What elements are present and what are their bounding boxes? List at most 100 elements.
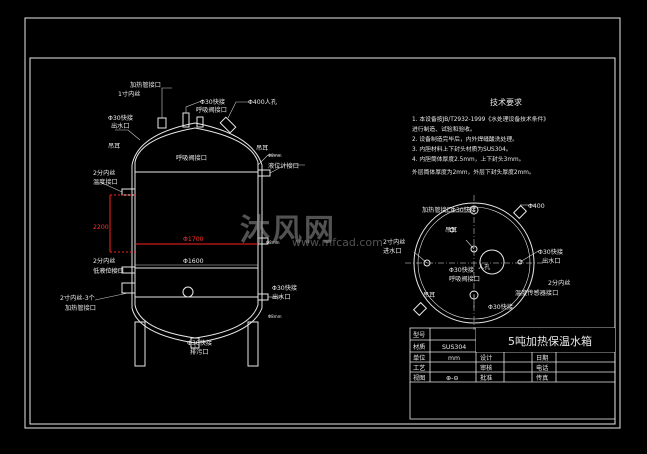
drawing-frame	[29, 57, 616, 425]
tech-line-1: 1. 本设备按JB/T2932-1999《水处理设备技术条件》	[412, 115, 549, 123]
top-label-center-b: 呼吸阀接口	[449, 275, 480, 283]
label-height-dim: 2200	[93, 224, 109, 231]
leader-top-right	[519, 249, 541, 263]
outer-top-head	[131, 122, 263, 166]
leader-inlet	[161, 87, 172, 118]
manhole-shape	[219, 116, 237, 134]
nozzle-top-a	[469, 205, 479, 215]
label-inner-dia: Φ1600	[183, 258, 204, 265]
tb-mid-2: 审核	[480, 364, 492, 372]
top-label-dn: Φ30快接	[451, 206, 476, 214]
top-label-in-left2: 进水口	[383, 247, 402, 255]
heater-circle	[182, 286, 194, 298]
top-label-dn-right: Φ400	[528, 203, 545, 210]
tb-row-value-3: mm	[448, 355, 460, 362]
top-label-r-out: 出水口	[542, 257, 561, 265]
title-block-text: 5吨加热保温水箱 型号 材质 SUS304 单位 mm 工艺 视图 ⊕-⊖ 设计…	[413, 331, 592, 382]
top-label-lug2: 吊耳	[423, 292, 435, 299]
nozzle-low	[257, 237, 269, 245]
top-label-r-two: 2分内丝	[548, 279, 571, 287]
label-out-dn: Φ30快接	[272, 284, 297, 292]
top-label-r-temp: 温度传感器接口	[515, 289, 558, 297]
top-label-in-left: 2寸内丝	[383, 238, 406, 246]
leader-heater	[94, 292, 129, 301]
label-temp-gauge: 温度接口	[93, 178, 118, 186]
tech-title: 技术要求	[490, 97, 522, 107]
watermark-logo: 沐风网	[240, 213, 336, 248]
tb-row-label-3: 单位	[413, 354, 425, 362]
tb-row-value-5: ⊕-⊖	[446, 375, 459, 382]
label-level: 呼吸阀接口	[176, 154, 207, 162]
nozzle-left	[423, 259, 431, 267]
nozzle-center	[470, 245, 478, 253]
top-label-lug: 吊耳	[445, 227, 457, 234]
leader-top-inlet	[413, 251, 428, 264]
nozzle-out	[257, 293, 269, 301]
tech-line-2: 进行制造、试验和验收。	[412, 125, 476, 133]
label-manhole: Φ400人孔	[248, 98, 277, 106]
top-label-r-dn: Φ30快接	[538, 248, 563, 256]
tb-row-label-1: 型号	[413, 331, 425, 339]
top-label-b-dn: Φ30快接	[488, 303, 513, 311]
tech-requirements: 技术要求 1. 本设备按JB/T2932-1999《水处理设备技术条件》 进行制…	[412, 97, 549, 176]
leader-2in	[99, 181, 123, 193]
tb-mid-3: 批准	[480, 374, 492, 382]
nozzle-temp	[257, 169, 271, 177]
nozzle-breath	[196, 116, 204, 128]
label-breath2: 呼吸阀接口	[196, 106, 227, 114]
label-lug-size: Φ8mm	[268, 153, 282, 158]
leader-spray	[185, 99, 205, 113]
nozzle-right	[517, 259, 523, 265]
leg-right	[247, 321, 259, 367]
nozzle-2in-a	[121, 188, 136, 196]
lug-tr	[512, 204, 528, 220]
tb-right-3: 传真	[536, 374, 548, 382]
tech-line-3: 2. 设备制造完毕后，内外焊缝酸洗处理。	[412, 135, 518, 143]
tb-row-label-5: 视图	[413, 374, 425, 382]
tb-row-value-2: SUS304	[442, 344, 466, 351]
top-view	[405, 195, 543, 330]
label-drain: 排污口	[190, 348, 209, 356]
top-leaders	[413, 204, 541, 308]
label-out-port: 出水口	[272, 293, 291, 301]
label-lug2: 吊耳	[256, 145, 268, 152]
nozzle-tl	[449, 227, 455, 233]
tech-line-6: 外层筒体厚度为2mm，外层下封头厚度2mm。	[412, 168, 535, 176]
outer-frame	[24, 17, 621, 429]
top-label-manhole: 人孔	[478, 263, 490, 271]
label-drain-dn: Φ30快接	[187, 339, 212, 347]
top-head	[134, 127, 259, 163]
lug-bl	[412, 301, 428, 317]
nozzle-inlet	[157, 117, 167, 129]
label-dn-spray: Φ30快接	[108, 114, 133, 122]
tb-row-label-2: 材质	[413, 343, 425, 351]
label-temp: 液位计接口	[268, 162, 299, 170]
front-leaders	[94, 87, 305, 348]
nozzle-2in-b	[121, 266, 136, 274]
leader-top-center	[465, 239, 475, 250]
label-heater: 加热管接口	[65, 304, 96, 312]
label-low-level: 低液位接口	[93, 267, 124, 275]
label-inlet-1: 加热管接口	[130, 81, 161, 89]
title-cell	[476, 328, 615, 352]
leader-dn	[115, 129, 141, 141]
leader-lug	[257, 154, 280, 166]
label-lug-size3: Φ8mm	[268, 314, 282, 319]
tb-right-1: 日期	[536, 354, 548, 362]
front-text: 加热管接口 1寸内丝 Φ30快接 出水口 Φ30快接 呼吸阀接口 Φ400人孔 …	[60, 81, 299, 356]
tech-line-5: 4. 内胆筒体厚度2.5mm，上下封头3mm。	[412, 155, 524, 163]
watermark-url: www.mfcad.com	[292, 236, 383, 249]
tb-title: 5吨加热保温水箱	[508, 334, 592, 348]
leader-level	[269, 164, 305, 174]
nozzle-heater	[121, 282, 136, 294]
label-two-inch-a: 2分内丝	[93, 169, 116, 177]
tb-right-2: 电话	[536, 364, 548, 372]
top-text: 加热管接口 Φ30快接 吊耳 Φ400 2寸内丝 进水口 Φ30快接 呼吸阀接口…	[383, 203, 571, 311]
label-spray-port: 出水口	[111, 122, 130, 130]
red-dimensions	[109, 194, 258, 253]
label-dia-dim: Φ1700	[183, 236, 204, 243]
top-label-center-a: Φ30快接	[449, 266, 474, 274]
tech-line-4: 3. 内胆材料上下封头材质为SUS304。	[412, 145, 512, 153]
